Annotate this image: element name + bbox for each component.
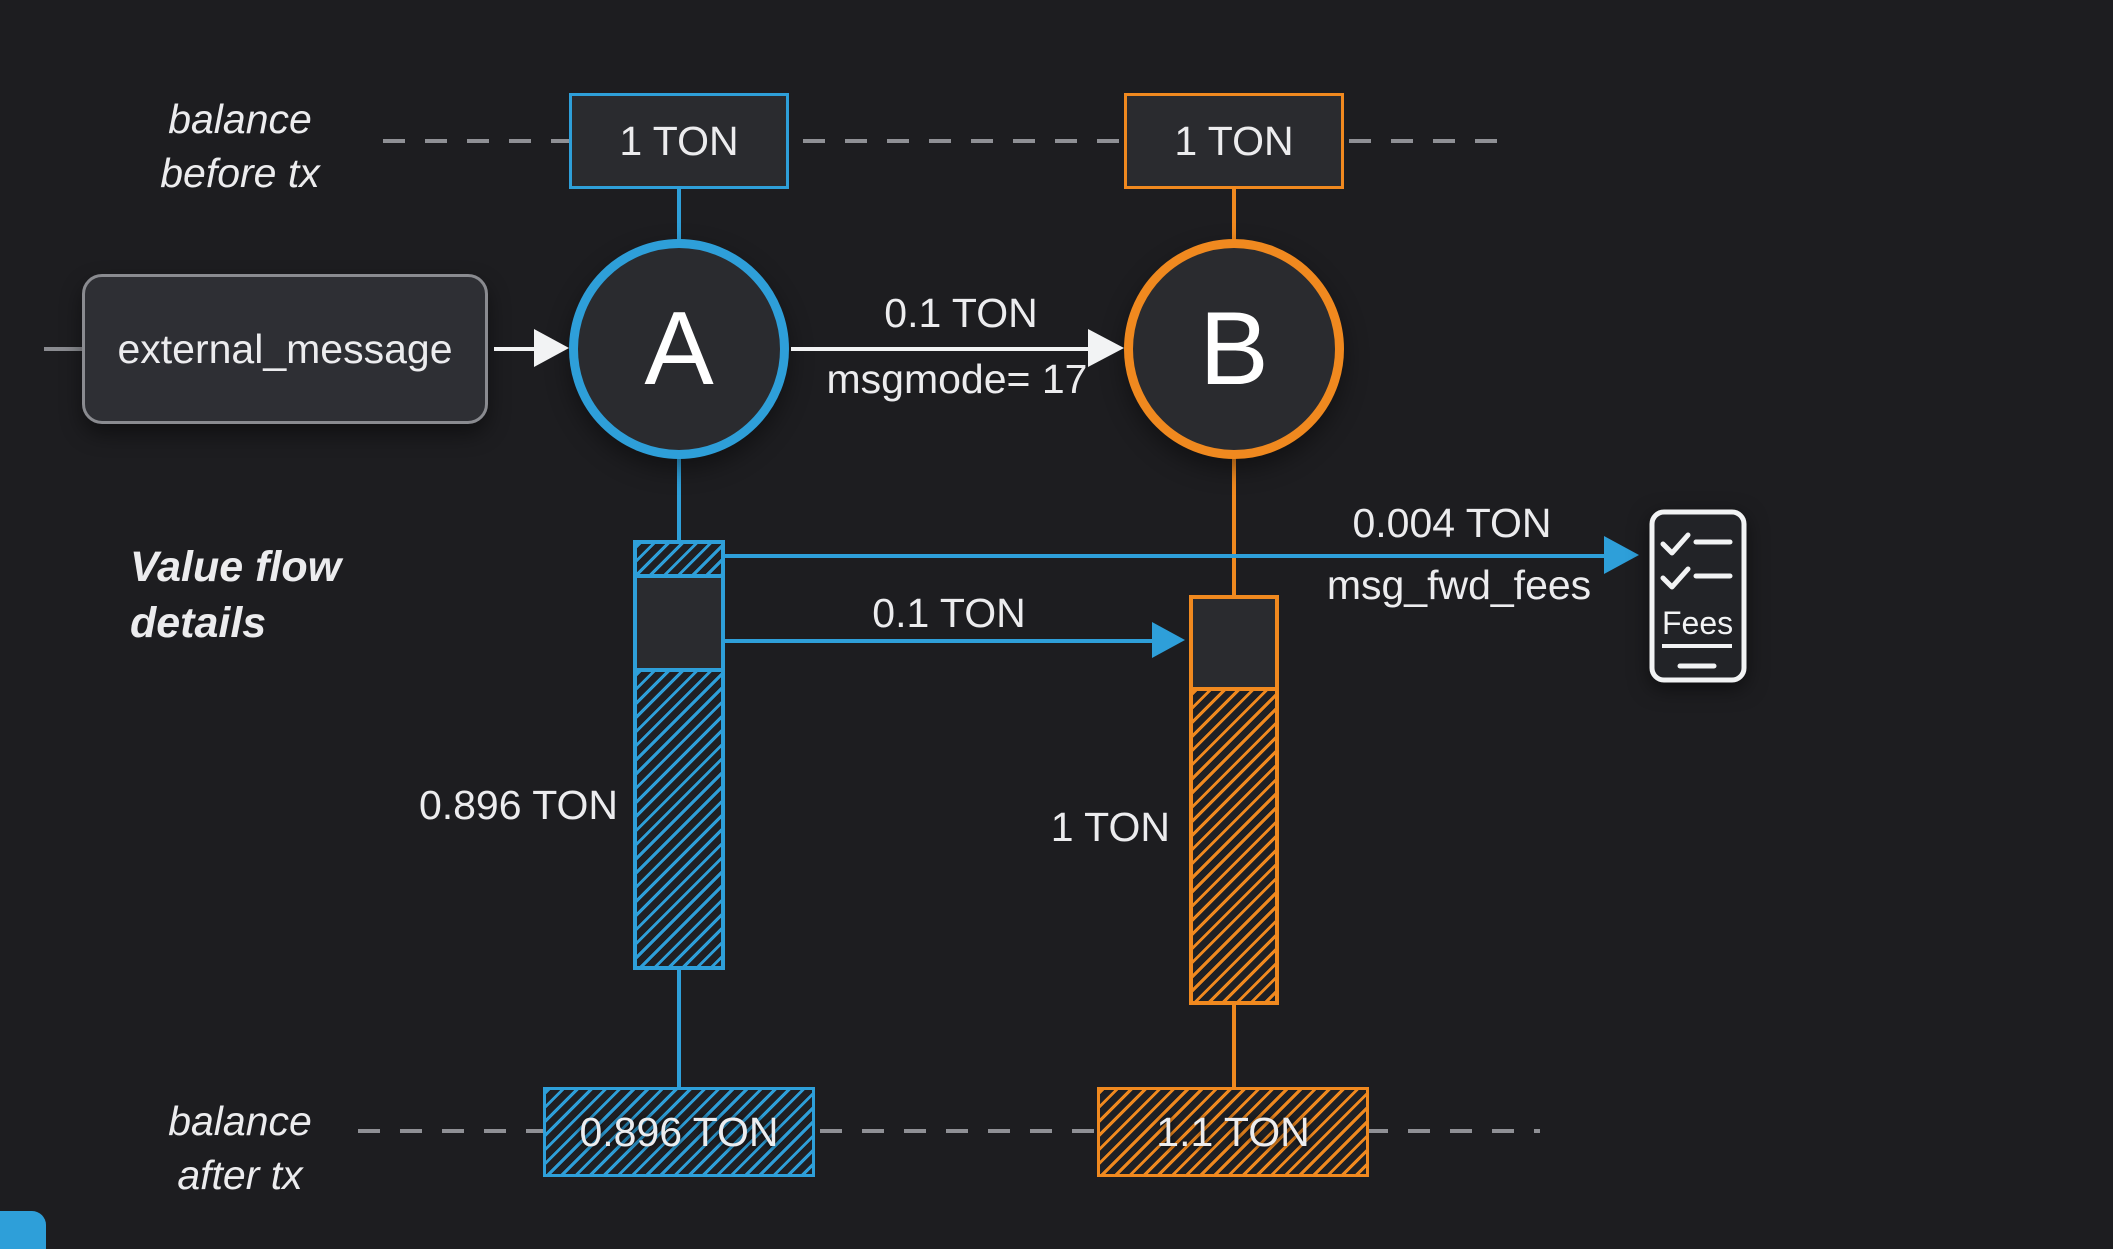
arrow-transfer-line [724, 639, 1154, 643]
message-amount-label: 0.1 TON [884, 290, 1038, 336]
value-flow-details-label: Value flow details [130, 540, 341, 652]
balance-before-label-line1: balance [168, 96, 312, 142]
balance-after-dashed-line [358, 1129, 1540, 1133]
balance-before-b-box: 1 TON [1124, 93, 1344, 189]
account-a-node: A [569, 239, 789, 459]
balance-after-b-value: 1.1 TON [1156, 1108, 1310, 1155]
account-b-letter: B [1199, 290, 1269, 407]
arrow-transfer-head-icon [1152, 622, 1185, 658]
bar-b-received-segment [1193, 599, 1275, 691]
balance-before-label: balance before tx [105, 92, 375, 200]
arrow-a-to-b-head-icon [1088, 329, 1124, 367]
message-mode-label: msgmode= 17 [826, 356, 1088, 402]
value-bar-b [1189, 595, 1279, 1005]
balance-before-b-value: 1 TON [1174, 117, 1294, 164]
check-icon [1660, 532, 1691, 556]
fees-icon-label: Fees [1662, 605, 1733, 641]
connector-bar-b-to-balance-after [1232, 1001, 1236, 1091]
value-flow-label-line2: details [130, 598, 267, 647]
external-message-label: external_message [117, 325, 453, 372]
external-message-box: external_message [82, 274, 488, 424]
fees-receipt-icon: Fees [1649, 509, 1747, 683]
balance-after-label: balance after tx [105, 1094, 375, 1202]
arrow-fees-line [722, 554, 1606, 558]
connector-balance-before-to-node-b [1232, 187, 1236, 243]
value-bar-a [633, 540, 725, 970]
connector-node-a-to-bar [677, 455, 681, 544]
check-icon [1660, 566, 1691, 590]
bar-a-sent-segment [637, 578, 721, 672]
connector-bar-a-to-balance-after [677, 966, 681, 1091]
corner-accent-shape [0, 1211, 46, 1249]
bar-b-original-segment [1193, 691, 1275, 1001]
bar-a-fees-segment [637, 544, 721, 578]
balance-after-b-box: 1.1 TON [1097, 1087, 1369, 1177]
balance-before-a-value: 1 TON [619, 117, 739, 164]
arrow-external-to-a-line [494, 347, 536, 351]
connector-node-b-to-bar [1232, 455, 1236, 599]
transfer-amount-label: 0.1 TON [872, 590, 1026, 636]
left-edge-tick [44, 347, 82, 351]
balance-before-dashed-line [383, 139, 1497, 143]
balance-before-a-box: 1 TON [569, 93, 789, 189]
arrow-a-to-b-line [791, 347, 1091, 351]
fees-name-label: msg_fwd_fees [1326, 562, 1592, 608]
balance-after-a-value: 0.896 TON [579, 1108, 779, 1155]
balance-before-label-line2: before tx [160, 150, 320, 197]
bar-a-remaining-segment [637, 672, 721, 966]
fees-icon-frame [1649, 509, 1747, 683]
bar-b-incoming-label: 1 TON [1050, 804, 1170, 850]
arrow-fees-head-icon [1604, 536, 1639, 574]
arrow-external-to-a-head-icon [534, 329, 569, 367]
balance-after-label-line2: after tx [177, 1152, 303, 1199]
balance-after-label-line1: balance [168, 1098, 312, 1144]
connector-balance-before-to-node-a [677, 187, 681, 243]
bar-a-remaining-label: 0.896 TON [418, 782, 618, 828]
account-b-node: B [1124, 239, 1344, 459]
balance-after-a-box: 0.896 TON [543, 1087, 815, 1177]
account-a-letter: A [644, 290, 714, 407]
value-flow-label-line1: Value flow [130, 543, 342, 591]
fees-amount-label: 0.004 TON [1352, 500, 1552, 546]
